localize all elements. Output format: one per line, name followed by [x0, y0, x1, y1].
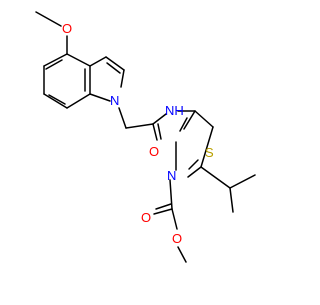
bond: [194, 110, 214, 128]
bond: [120, 69, 125, 88]
atom-n-thiazole: N: [167, 168, 176, 183]
bond: [118, 107, 127, 129]
molecule-svg: O N O NH N S O O: [35, 11, 256, 263]
atom-o-ester: O: [172, 231, 182, 246]
atom-s-thiazole: S: [205, 145, 214, 160]
bond: [188, 159, 199, 170]
bond: [171, 208, 178, 230]
bond: [35, 11, 62, 27]
bond: [187, 166, 202, 178]
bond: [152, 113, 167, 125]
bond: [89, 93, 111, 102]
bond: [200, 126, 214, 168]
bond: [43, 53, 68, 67]
bond: [66, 53, 91, 67]
bond: [153, 208, 173, 215]
bond: [66, 93, 91, 109]
atom-o-ester-carbonyl: O: [141, 210, 151, 225]
bond-layer: [35, 11, 256, 263]
atom-label-layer: O N O NH N S O O: [62, 21, 214, 246]
bond: [48, 94, 66, 105]
bond: [45, 59, 63, 70]
bond: [155, 203, 172, 210]
atom-n-indole: N: [110, 93, 119, 108]
atom-nh-amide: NH: [165, 103, 184, 118]
bond: [183, 110, 196, 130]
atom-o-amide: O: [149, 144, 159, 159]
bond: [200, 166, 231, 189]
bond: [177, 246, 187, 263]
bond: [105, 56, 125, 71]
bond: [125, 123, 154, 129]
bond: [89, 56, 107, 67]
bond: [152, 123, 158, 141]
bond: [157, 123, 162, 140]
molecule-drawing: O N O NH N S O O: [35, 11, 256, 263]
bond: [229, 187, 234, 213]
bond: [43, 93, 68, 109]
atom-o-methoxy: O: [62, 21, 72, 36]
bond: [179, 117, 188, 132]
bond: [106, 62, 121, 74]
bond: [229, 174, 256, 189]
